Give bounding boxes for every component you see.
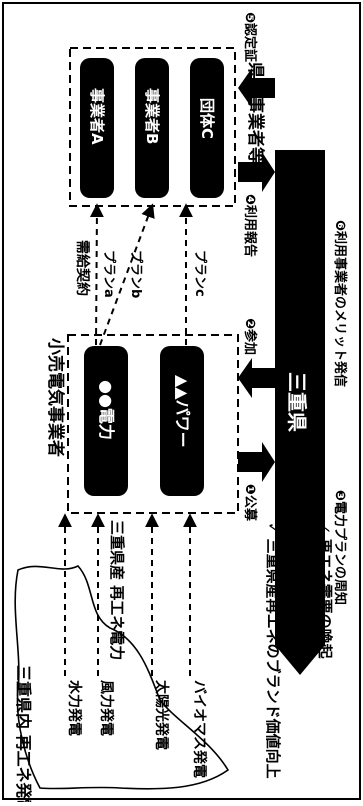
step-5-label: ❺認定証 [242, 12, 258, 62]
retailer-2-pill [160, 346, 204, 496]
prefecture-bar [275, 150, 325, 675]
exchange-arrows [238, 68, 275, 482]
region-outline-shape [14, 565, 230, 790]
step-3-label: ❸電力プランの周知 [332, 490, 348, 605]
step-5-text: 認定証 [242, 23, 258, 62]
step-5-marker: ❺ [242, 12, 257, 23]
arrow-certificate [238, 68, 275, 108]
arrow-report [238, 152, 275, 192]
source-hydro: 水力発電 [66, 680, 83, 736]
benefit-2-check-icon: ✓ [316, 522, 334, 535]
business-b-label: 事業者B [143, 88, 161, 144]
step-4-marker: ❹ [242, 194, 257, 205]
step-6-text: 利用事業者のメリット発信 [332, 231, 348, 387]
arrow-recruit [238, 442, 275, 482]
source-wind: 風力発電 [98, 680, 115, 736]
businesses-panel: 県内事業者等 事業者A 事業者B 団体C [69, 47, 266, 207]
plan-links [89, 203, 193, 346]
brand-label: 三重県産 再工ネ電力 [108, 520, 126, 660]
source-solar: 太陽光発電 [153, 680, 170, 750]
step-2-marker: ❷ [242, 318, 257, 329]
plan-a-label: プランa [101, 250, 116, 298]
step-2-label: ❷参加 [242, 318, 258, 355]
benefits-list: ✓ 三重県産再エネのブランド価値向上 ✓ 再エネ需要の喚起 [264, 522, 334, 779]
contract-label: 需給契約 [74, 240, 91, 296]
benefit-2: ✓ 再エネ需要の喚起 [316, 522, 334, 660]
benefit-1-check-icon: ✓ [264, 522, 282, 535]
business-a-label: 事業者A [88, 88, 106, 145]
arrow-join [238, 358, 275, 398]
business-c-label: 団体C [198, 98, 216, 139]
plan-b-label: プランb [128, 250, 143, 298]
step-1-text: 公募 [242, 495, 258, 522]
business-b-pill [135, 58, 169, 198]
step-1-label: ❶公募 [242, 484, 258, 522]
benefit-2-text: 再エネ需要の喚起 [316, 539, 334, 660]
step-1-marker: ❶ [242, 484, 257, 495]
step-4-text: 利用報告 [242, 205, 258, 257]
prefecture-panel: 三重県 [275, 150, 325, 675]
businesses-frame [69, 47, 236, 207]
step-4-label: ❹利用報告 [242, 194, 258, 257]
business-c-pill [190, 58, 224, 198]
plan-a-arrow [89, 203, 104, 346]
business-a-pill [80, 58, 114, 198]
step-3-text: 電力プランの周知 [332, 501, 348, 605]
region-panel: 三重県内 再工ネ発電所 水力発電 風力発電 太陽光発電 バイオマス発電 [14, 565, 230, 806]
retailer-1-label: ●●電力 [97, 380, 116, 440]
step-6-label: ❻利用事業者のメリット発信 [332, 220, 348, 387]
plan-c-label: プランc [192, 250, 207, 297]
page-frame [2, 2, 361, 800]
retailer-1-pill [84, 346, 128, 496]
step-6-marker: ❻ [332, 220, 347, 231]
plan-b-arrow [99, 203, 155, 346]
retailers-title: 小売電気事業者 [45, 338, 66, 457]
benefit-1-text: 三重県産再エネのブランド価値向上 [264, 539, 282, 779]
source-flow-arrows [58, 513, 197, 676]
step-2-text: 参加 [242, 329, 258, 355]
retailers-panel: 小売電気事業者 ●●電力 ▲▲パワー [45, 334, 239, 514]
step-3-marker: ❸ [332, 490, 347, 501]
retailer-2-label: ▲▲パワー [173, 375, 192, 448]
benefit-1: ✓ 三重県産再エネのブランド価値向上 [264, 522, 282, 779]
retailers-frame [67, 334, 239, 514]
prefecture-name: 三重県 [285, 372, 309, 432]
source-biomass: バイオマス発電 [191, 680, 208, 778]
region-title: 三重県内 再工ネ発電所 [14, 665, 33, 802]
